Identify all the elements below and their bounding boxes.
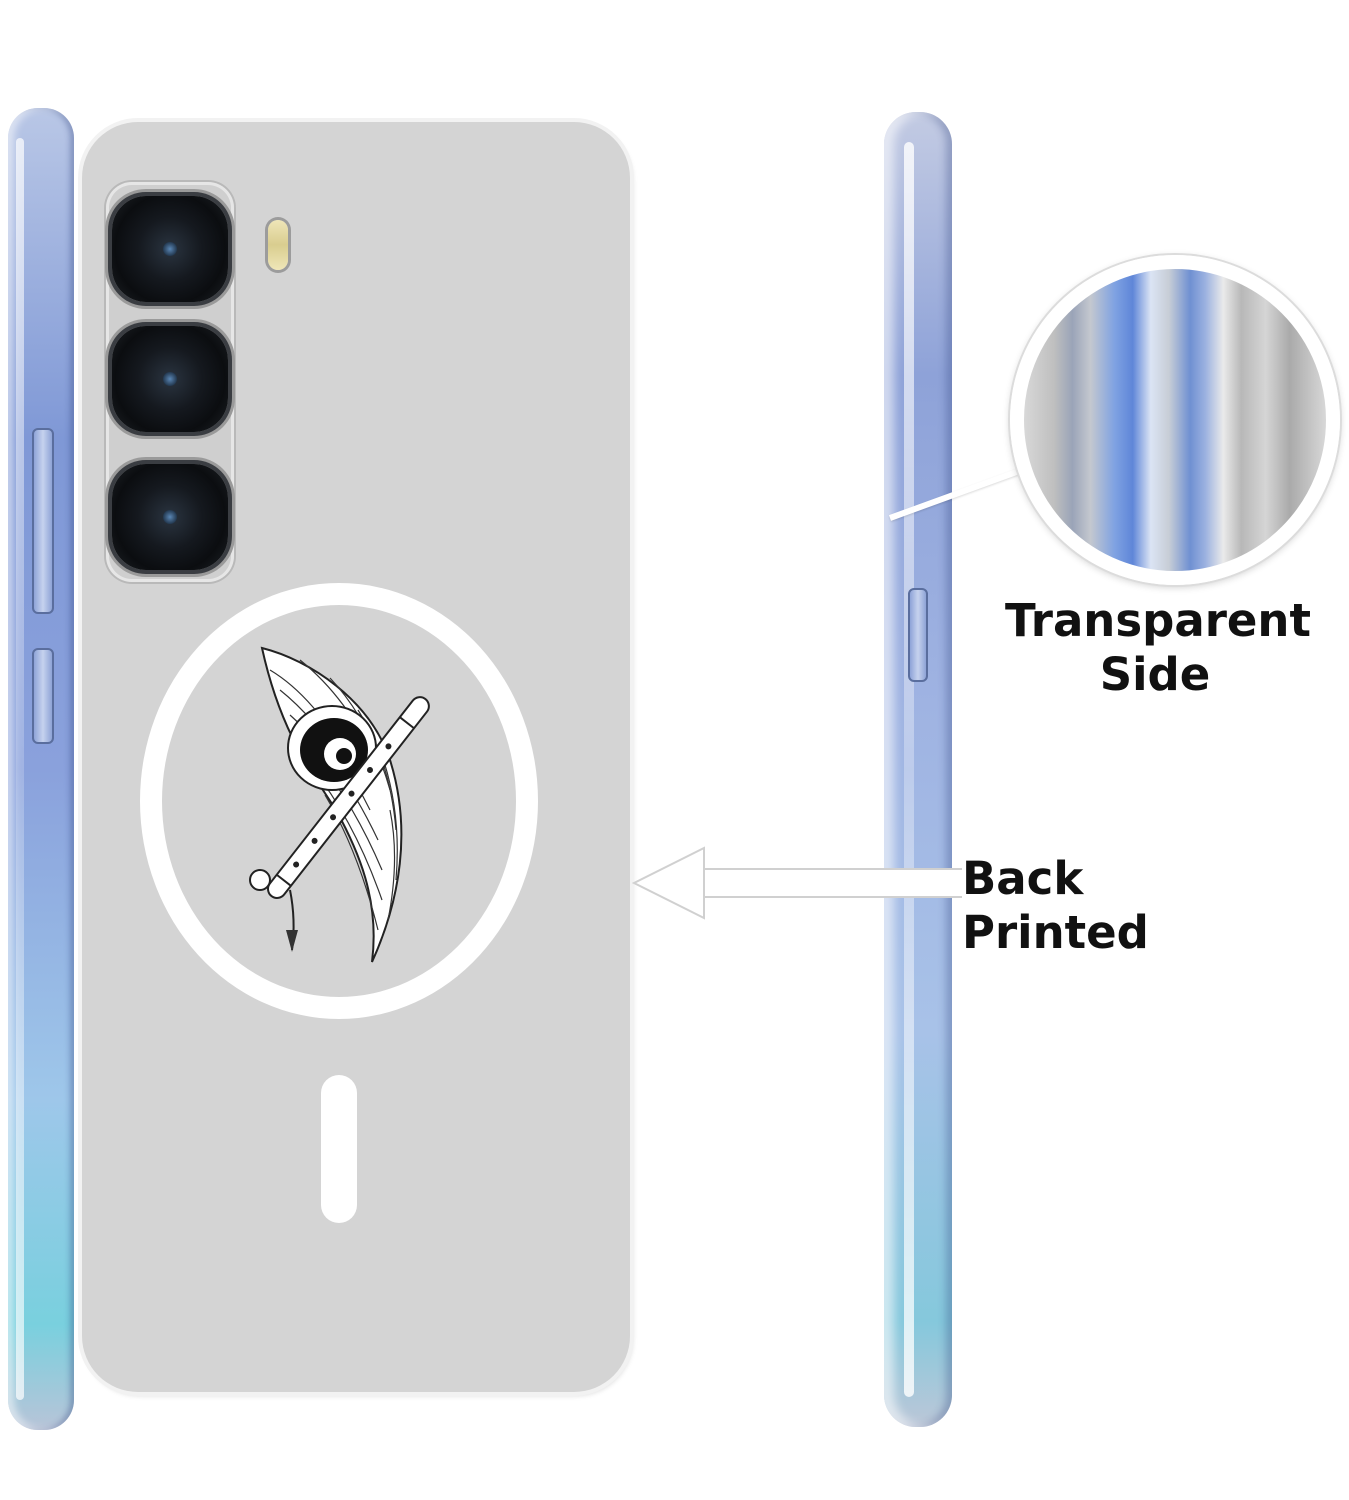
zoom-callout-circle [1010, 255, 1340, 585]
volume-button [32, 428, 54, 614]
back-printed-label: Back Printed [962, 852, 1149, 959]
right-phone-frame [884, 112, 952, 1427]
camera-lens-bottom [112, 464, 228, 570]
power-button [32, 648, 54, 744]
peacock-feather-and-flute-icon [249, 646, 430, 963]
left-arrow-icon [632, 846, 705, 920]
flash-icon [268, 220, 288, 270]
left-phone-frame [8, 108, 74, 1430]
right-power-button [908, 588, 928, 682]
magsafe-alignment-bar [321, 1075, 357, 1223]
camera-lens-middle [112, 326, 228, 432]
transparent-side-label: Transparent Side [1005, 594, 1311, 701]
arrow-shaft [700, 868, 962, 898]
camera-lens-top [112, 196, 228, 302]
